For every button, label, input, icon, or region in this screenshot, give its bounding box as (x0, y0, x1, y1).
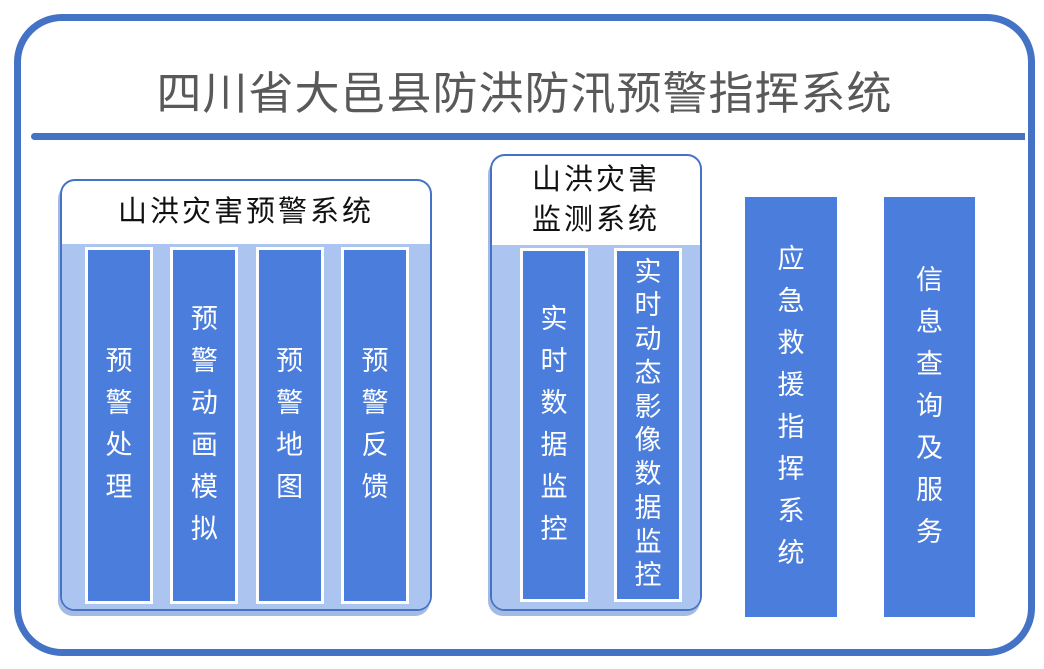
system-bar: 预警处理 (85, 247, 153, 604)
system-bar-info-query-service: 信息查询及服务 (884, 197, 975, 617)
system-bar-label: 信息查询及服务 (916, 264, 943, 547)
system-bar-label: 实时数据监控 (540, 303, 568, 544)
group-flood-monitoring-system: 山洪灾害 监测系统 实时数据监控 实时动态影像数据监控 (490, 154, 702, 611)
group-bars-flood-warning: 预警处理 预警动画模拟 预警地图 预警反馈 (85, 247, 409, 604)
system-bar: 实时数据监控 (520, 248, 588, 602)
system-bar: 预警地图 (255, 247, 324, 604)
system-bar-label: 实时动态影像数据监控 (634, 256, 662, 591)
system-bar: 预警动画模拟 (170, 247, 239, 604)
group-flood-warning-system: 山洪灾害预警系统 预警处理 预警动画模拟 预警地图 预警反馈 (60, 179, 432, 611)
system-bar-label: 应急救援指挥系统 (777, 243, 805, 568)
outer-frame: 四川省大邑县防洪防汛预警指挥系统 山洪灾害预警系统 预警处理 预警动画模拟 预警地图… (14, 14, 1035, 656)
system-bar: 预警反馈 (340, 247, 409, 604)
system-bar-label: 预警反馈 (361, 346, 389, 502)
system-bar-label: 预警地图 (276, 346, 304, 502)
system-bar: 实时动态影像数据监控 (614, 248, 682, 602)
system-bar-label: 预警处理 (105, 346, 133, 502)
group-bars-flood-monitoring: 实时数据监控 实时动态影像数据监控 (520, 248, 682, 602)
group-header-flood-monitoring: 山洪灾害 监测系统 (531, 164, 660, 236)
system-bar-label: 预警动画模拟 (190, 304, 218, 544)
system-bar-emergency-rescue: 应急救援指挥系统 (745, 197, 837, 617)
group-header-flood-warning: 山洪灾害预警系统 (117, 195, 374, 228)
title-separator-line (31, 133, 1025, 140)
diagram-title: 四川省大邑县防洪防汛预警指挥系统 (156, 68, 893, 119)
